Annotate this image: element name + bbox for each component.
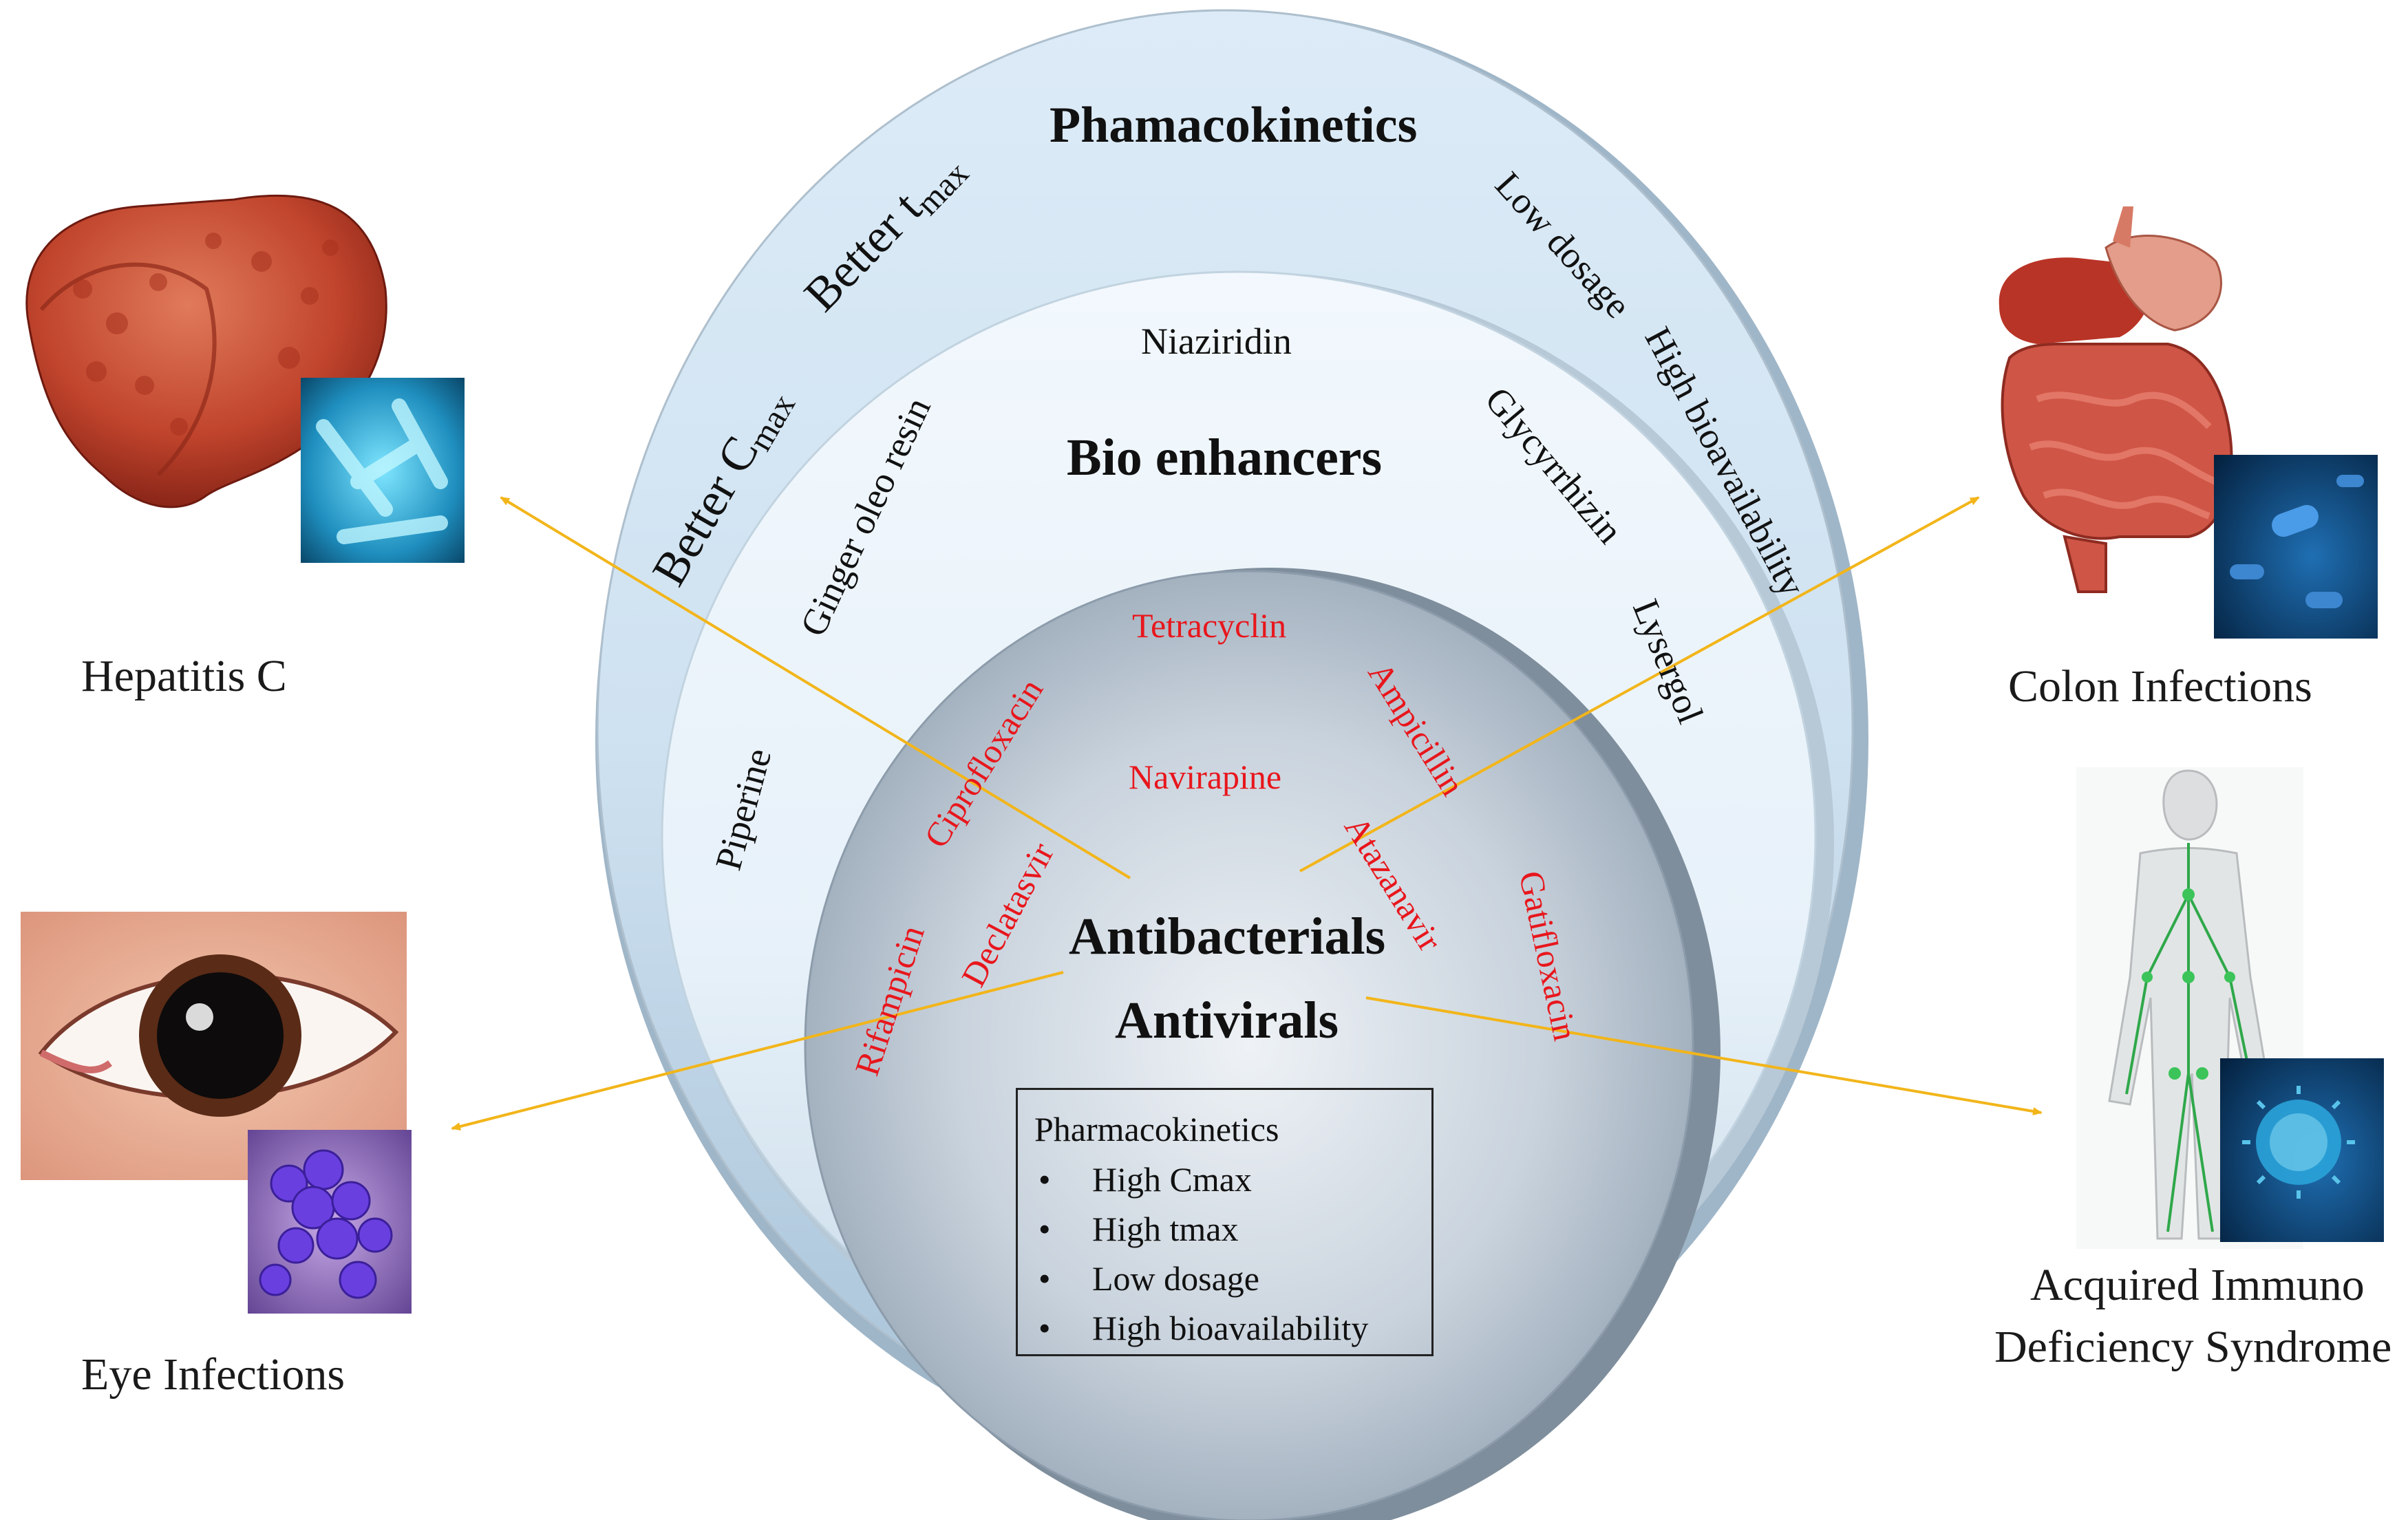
arrow-to-eye bbox=[451, 971, 1064, 1131]
arrows bbox=[451, 496, 2043, 1131]
digestive-system-illustration bbox=[1999, 206, 2233, 593]
bacteria-rods-image bbox=[301, 378, 465, 563]
outer-ring-heading: Phamacokinetics bbox=[1049, 97, 1418, 153]
pk-item-high-tmax: High tmax bbox=[1034, 1204, 1418, 1254]
core-ellipse bbox=[804, 570, 1694, 1520]
middle-ring-heading: Bio enhancers bbox=[1067, 429, 1383, 486]
pharmacokinetics-box: Pharmacokinetics High Cmax High tmax Low… bbox=[1016, 1088, 1434, 1356]
pk-item-high-bioavailability: High bioavailability bbox=[1034, 1303, 1418, 1353]
bio-enhancer-niaziridin: Niaziridin bbox=[1141, 321, 1292, 362]
pk-item-high-cmax: High Cmax bbox=[1034, 1155, 1418, 1204]
caption-aids-line1: Acquired Immuno bbox=[2030, 1260, 2365, 1310]
drug-navirapine: Navirapine bbox=[1129, 758, 1282, 796]
arrow-to-hepatitis bbox=[500, 496, 1131, 879]
caption-colon-infections: Colon Infections bbox=[2008, 661, 2312, 711]
core-heading-antivirals: Antivirals bbox=[1115, 992, 1339, 1049]
pk-box-list: High Cmax High tmax Low dosage High bioa… bbox=[1034, 1155, 1418, 1353]
bacteria-image bbox=[2214, 455, 2378, 639]
pk-box-title: Pharmacokinetics bbox=[1034, 1110, 1279, 1148]
liver-illustration bbox=[25, 194, 387, 509]
arrow-to-colon bbox=[1299, 496, 1980, 873]
pk-item-low-dosage: Low dosage bbox=[1034, 1254, 1418, 1303]
drug-tetracyclin: Tetracyclin bbox=[1132, 606, 1287, 645]
caption-aids-line2: Deficiency Syndrome bbox=[1994, 1322, 2392, 1372]
core-heading-antibacterials: Antibacterials bbox=[1069, 908, 1386, 965]
caption-hepatitis-c: Hepatitis C bbox=[81, 651, 287, 701]
cocci-bacteria-image bbox=[248, 1130, 412, 1314]
virus-image bbox=[2220, 1058, 2384, 1242]
arrow-to-aids bbox=[1365, 996, 2043, 1115]
caption-eye-infections: Eye Infections bbox=[81, 1349, 345, 1400]
